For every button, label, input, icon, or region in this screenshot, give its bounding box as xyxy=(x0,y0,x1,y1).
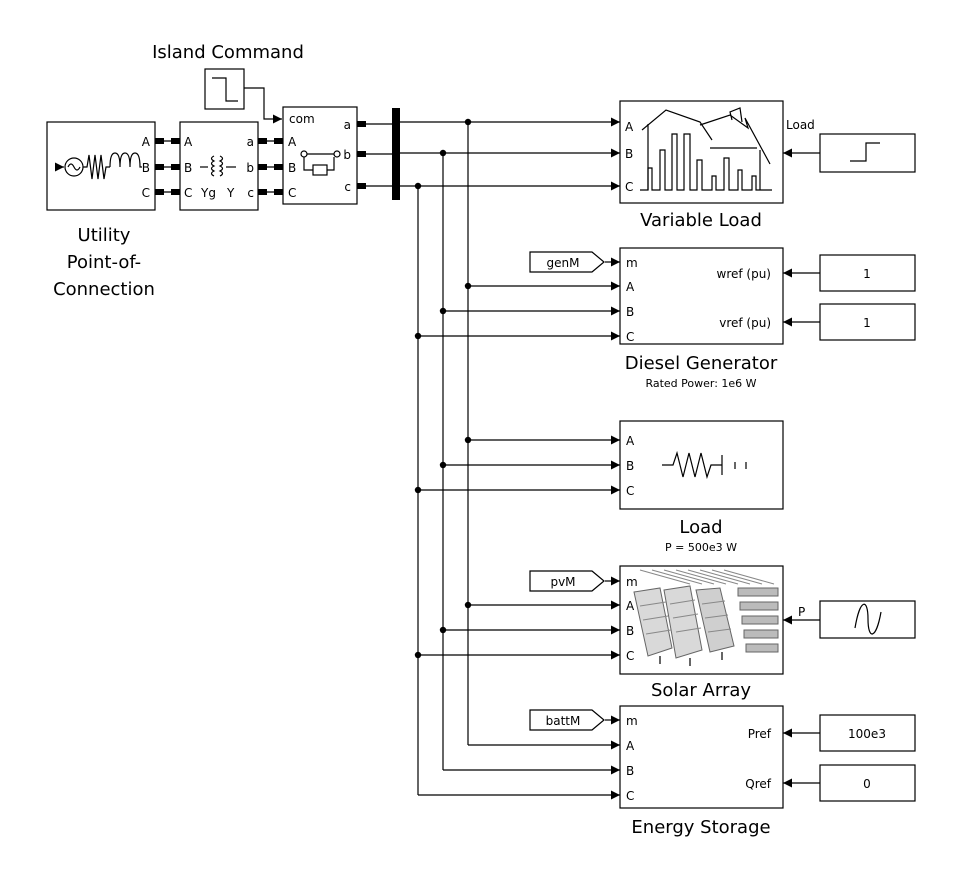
step-up-icon xyxy=(850,142,880,162)
variable-load-port-b: B xyxy=(625,147,633,161)
storage-pref-constant[interactable]: 100e3 xyxy=(819,714,916,752)
solar-title: Solar Array xyxy=(651,680,751,701)
utility-port-a: A xyxy=(142,135,151,149)
variable-load-port-a: A xyxy=(625,120,634,134)
transformer-coil-icon xyxy=(200,155,236,177)
storage-port-a: A xyxy=(626,739,635,753)
variable-load-block[interactable]: A B C Load Variable Load xyxy=(619,100,815,231)
transformer-winding-yg: Yg xyxy=(200,186,216,200)
utility-title-3: Connection xyxy=(53,279,155,300)
load-subtitle: P = 500e3 W xyxy=(665,541,737,554)
diesel-goto-tag[interactable]: genM xyxy=(529,251,605,273)
load-step-source[interactable] xyxy=(819,133,916,173)
wires xyxy=(155,87,820,800)
diesel-wref-constant[interactable]: 1 xyxy=(819,254,916,292)
utility-block[interactable]: A B C Utility Point-of- Connection xyxy=(46,121,164,300)
storage-qref-constant[interactable]: 0 xyxy=(819,764,916,802)
diesel-title: Diesel Generator xyxy=(625,353,778,374)
breaker-port-c: C xyxy=(288,186,296,200)
solar-array-block[interactable]: m A B C P Solar Array xyxy=(619,565,805,701)
storage-goto-tag[interactable]: battM xyxy=(529,709,605,731)
transformer-port-a-out: a xyxy=(247,135,254,149)
rlc-load-icon xyxy=(662,450,747,480)
diesel-port-b: B xyxy=(626,305,634,319)
load-port-c: C xyxy=(626,484,634,498)
solar-goto-tag[interactable]: pvM xyxy=(529,570,605,592)
transformer-port-c: C xyxy=(184,186,192,200)
solar-port-m: m xyxy=(626,575,638,589)
solar-port-c: C xyxy=(626,649,634,663)
diesel-vref-value: 1 xyxy=(863,316,871,330)
breaker-block[interactable]: com A B C a b c xyxy=(274,106,366,205)
energy-storage-block[interactable]: m A B C Pref Qref Energy Storage xyxy=(619,705,784,838)
step-down-icon xyxy=(212,77,238,102)
breaker-switch-icon xyxy=(300,150,341,176)
storage-port-c: C xyxy=(626,789,634,803)
diesel-generator-block[interactable]: m A B C wref (pu) vref (pu) Diesel Gener… xyxy=(619,247,784,390)
diesel-wref-label: wref (pu) xyxy=(717,267,772,281)
island-command-title: Island Command xyxy=(152,42,304,63)
solar-port-a: A xyxy=(626,599,635,613)
diesel-vref-label: vref (pu) xyxy=(719,316,771,330)
storage-pref-label: Pref xyxy=(748,727,772,741)
junction-dots xyxy=(414,118,472,659)
diesel-wref-value: 1 xyxy=(863,267,871,281)
load-title: Load xyxy=(679,517,722,538)
storage-goto-label: battM xyxy=(546,714,581,728)
storage-qref-label: Qref xyxy=(745,777,771,791)
solar-panels-icon xyxy=(633,569,779,666)
diesel-vref-constant[interactable]: 1 xyxy=(819,303,916,341)
breaker-port-a-out: a xyxy=(344,118,351,132)
solar-input-label: P xyxy=(798,605,805,619)
breaker-port-b: B xyxy=(288,161,296,175)
transformer-port-b-out: b xyxy=(246,161,254,175)
variable-load-port-c: C xyxy=(625,180,633,194)
house-icon xyxy=(640,107,772,191)
diesel-port-m: m xyxy=(626,256,638,270)
ac-source-icon xyxy=(55,152,142,180)
diesel-subtitle: Rated Power: 1e6 W xyxy=(645,377,756,390)
utility-port-c: C xyxy=(142,186,150,200)
main-bus-bar xyxy=(392,108,400,200)
breaker-port-a: A xyxy=(288,135,297,149)
variable-load-input-label: Load xyxy=(786,118,815,132)
storage-pref-value: 100e3 xyxy=(848,727,886,741)
load-port-a: A xyxy=(626,434,635,448)
transformer-winding-y: Y xyxy=(226,186,235,200)
transformer-port-b: B xyxy=(184,161,192,175)
island-command-block[interactable]: Island Command xyxy=(152,42,304,110)
solar-sine-source[interactable] xyxy=(819,600,916,639)
sine-wave-icon xyxy=(854,603,882,635)
load-port-b: B xyxy=(626,459,634,473)
storage-qref-value: 0 xyxy=(863,777,871,791)
transformer-block[interactable]: A B C a b c Yg Y xyxy=(171,121,267,211)
load-block[interactable]: A B C Load P = 500e3 W xyxy=(619,420,784,554)
breaker-port-b-out: b xyxy=(343,148,351,162)
solar-port-b: B xyxy=(626,624,634,638)
diesel-port-a: A xyxy=(626,280,635,294)
variable-load-title: Variable Load xyxy=(640,210,762,231)
breaker-com-label: com xyxy=(289,112,315,126)
utility-title-2: Point-of- xyxy=(67,252,141,273)
storage-port-b: B xyxy=(626,764,634,778)
utility-port-b: B xyxy=(142,161,150,175)
utility-title-1: Utility xyxy=(78,225,131,246)
transformer-port-a: A xyxy=(184,135,193,149)
transformer-port-c-out: c xyxy=(247,186,254,200)
storage-port-m: m xyxy=(626,714,638,728)
diesel-port-c: C xyxy=(626,330,634,344)
solar-goto-label: pvM xyxy=(550,575,575,589)
diesel-goto-label: genM xyxy=(547,256,580,270)
storage-title: Energy Storage xyxy=(631,817,770,838)
breaker-port-c-out: c xyxy=(344,180,351,194)
